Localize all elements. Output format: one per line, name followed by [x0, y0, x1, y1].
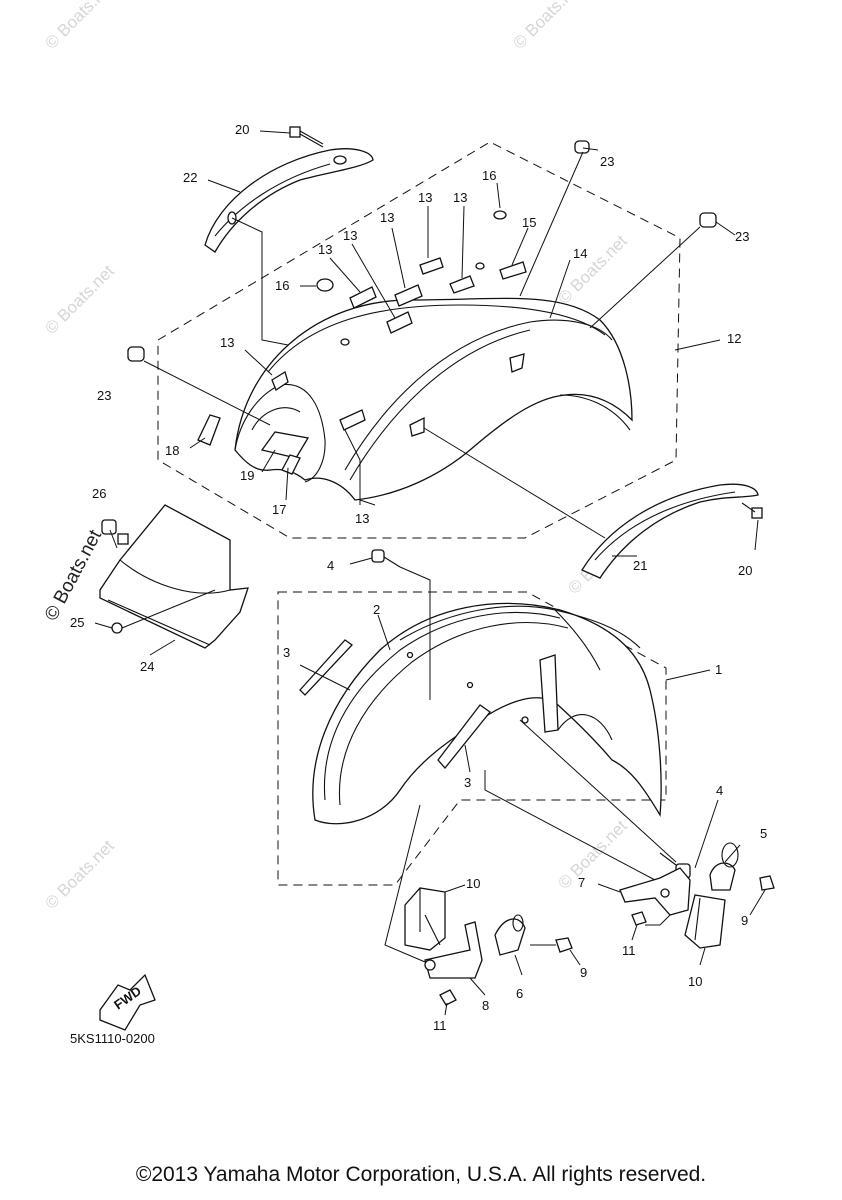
callout-26: 26 [92, 486, 106, 501]
copyright-notice: ©2013 Yamaha Motor Corporation, U.S.A. A… [135, 1163, 707, 1186]
part-23-damper [699, 212, 717, 228]
bolt-4-top [371, 549, 401, 568]
callout-13: 13 [318, 242, 332, 257]
watermark-dark: © Boats.net [41, 526, 107, 624]
callout-19: 19 [240, 468, 254, 483]
part-25-screw [111, 622, 123, 634]
part-18 [197, 414, 221, 446]
part-21-rail [581, 483, 759, 579]
part-17 [281, 454, 301, 475]
part-9-nut [759, 875, 775, 891]
part-19 [260, 431, 310, 459]
callout-4: 4 [327, 558, 334, 573]
part-6-wire-clip [494, 914, 526, 956]
part-16-grommet [316, 278, 334, 292]
part-5-wire-clip [709, 842, 739, 891]
callout-14: 14 [573, 246, 587, 261]
callout-10: 10 [466, 876, 480, 891]
watermark: © Boats.net [41, 0, 118, 53]
callout-8: 8 [482, 998, 489, 1013]
callout-3: 3 [464, 775, 471, 790]
callout-17: 17 [272, 502, 286, 517]
bolt-20-top [289, 126, 324, 148]
part-8-bracket-left [424, 914, 483, 979]
callout-6: 6 [516, 986, 523, 1001]
callout-11: 11 [622, 943, 636, 958]
callout-3: 3 [283, 645, 290, 660]
part-23-damper [127, 346, 145, 362]
callout-11: 11 [433, 1018, 447, 1033]
part-10-reflector-right [684, 894, 726, 949]
callout-18: 18 [165, 443, 179, 458]
part-22-rail [204, 148, 374, 253]
callout-16: 16 [275, 278, 289, 293]
part-11-nut [631, 911, 647, 926]
callout-10: 10 [688, 974, 702, 989]
bolt-20-right [741, 502, 763, 519]
callout-15: 15 [522, 215, 536, 230]
part-3-decal [299, 639, 353, 696]
rear-fender-group-outline [157, 141, 681, 539]
callout-13: 13 [220, 335, 234, 350]
callout-4: 4 [716, 783, 723, 798]
part-11-nut [439, 989, 457, 1006]
decals-13 [271, 257, 527, 431]
callout-23: 23 [600, 154, 614, 169]
part-3-decal [437, 704, 491, 770]
part-26-clip [101, 519, 129, 545]
callout-24: 24 [140, 659, 154, 674]
callout-21: 21 [633, 558, 647, 573]
callout-7: 7 [578, 875, 585, 890]
callout-12: 12 [727, 331, 741, 346]
callout-9: 9 [580, 965, 587, 980]
watermark: © Boats.net [554, 816, 631, 893]
callout-13: 13 [380, 210, 394, 225]
front-fender-group-outline [277, 591, 667, 886]
callout-5: 5 [760, 826, 767, 841]
callout-labels: 20 22 23 23 16 15 13 13 13 13 13 14 16 1… [70, 122, 767, 1033]
part-7-bracket-right [619, 867, 691, 916]
callout-1: 1 [715, 662, 722, 677]
callout-16: 16 [482, 168, 496, 183]
fwd-arrow-icon: FWD [99, 973, 156, 1031]
watermark: © Boats.net [509, 0, 586, 53]
diagram-code: 5KS1110-0200 [70, 1031, 155, 1046]
watermark: © Boats.net [41, 836, 118, 913]
callout-13: 13 [343, 228, 357, 243]
callout-25: 25 [70, 615, 84, 630]
watermark: © Boats.net [554, 231, 631, 308]
callout-20: 20 [235, 122, 249, 137]
callout-23: 23 [735, 229, 749, 244]
callout-9: 9 [741, 913, 748, 928]
callout-13: 13 [453, 190, 467, 205]
part-9-nut [555, 937, 573, 953]
part-16-grommet [493, 210, 507, 220]
leader-lines [94, 130, 766, 1016]
fender-mount-bracket [509, 353, 525, 373]
part-10-reflector-left [404, 887, 446, 951]
callout-20: 20 [738, 563, 752, 578]
callout-2: 2 [373, 602, 380, 617]
watermark: © Boats.net [41, 261, 118, 338]
callout-22: 22 [183, 170, 197, 185]
part-23-damper [574, 140, 590, 154]
callout-23: 23 [97, 388, 111, 403]
callout-13: 13 [355, 511, 369, 526]
callout-13: 13 [418, 190, 432, 205]
